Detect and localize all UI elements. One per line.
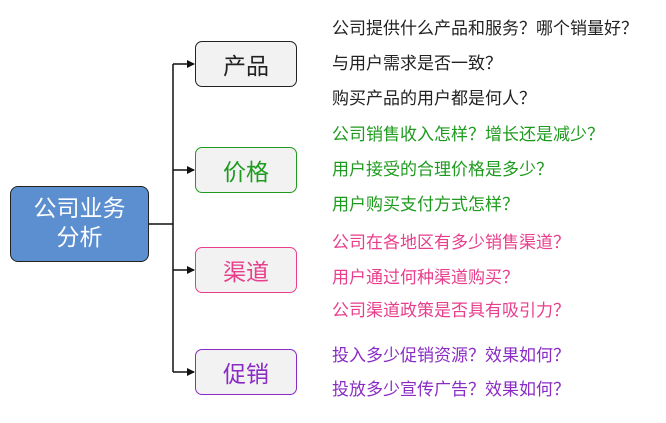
question-text: 用户购买支付方式怎样？ [332, 195, 519, 215]
question-text: 购买产品的用户都是何人？ [332, 89, 536, 109]
question-text: 公司在各地区有多少销售渠道？ [332, 233, 570, 253]
question-text: 公司提供什么产品和服务？哪个销量好？ [332, 19, 638, 39]
branch-node-channel: 渠道 [195, 247, 297, 293]
root-node: 公司业务分析 [10, 186, 149, 262]
root-label: 公司业务分析 [33, 196, 126, 251]
question-text: 公司渠道政策是否具有吸引力？ [332, 301, 570, 321]
branch-label: 渠道 [223, 260, 269, 286]
question-text: 用户接受的合理价格是多少？ [332, 160, 553, 180]
branch-node-product: 产品 [195, 41, 297, 87]
branch-node-promotion: 促销 [195, 349, 297, 395]
question-text: 投入多少促销资源？效果如何？ [332, 346, 570, 366]
branch-label: 促销 [223, 362, 269, 388]
branch-label: 价格 [223, 160, 269, 186]
branch-label: 产品 [223, 54, 269, 80]
question-text: 投放多少宣传广告？效果如何？ [332, 380, 570, 400]
question-text: 用户通过何种渠道购买？ [332, 268, 519, 288]
branch-node-price: 价格 [195, 147, 297, 193]
question-text: 与用户需求是否一致？ [332, 54, 502, 74]
question-text: 公司销售收入怎样？增长还是减少？ [332, 125, 604, 145]
